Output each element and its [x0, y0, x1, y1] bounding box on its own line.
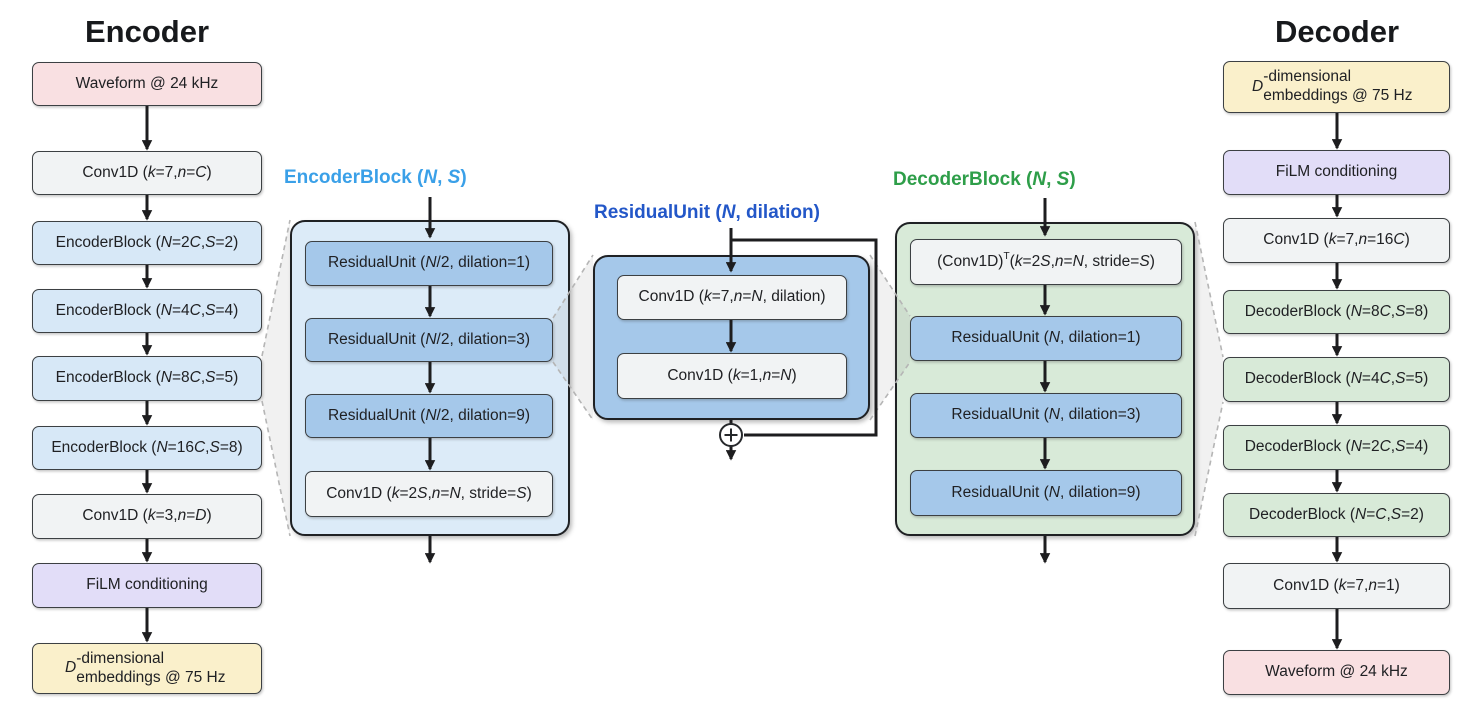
box-enc-waveform: Waveform @ 24 kHz [32, 62, 262, 106]
sum-plus-icon [719, 423, 743, 447]
box-enc-conv1d-k7: Conv1D (k=7, n=C) [32, 151, 262, 195]
box-decoderblock-c: DecoderBlock (N=C, S=2) [1223, 493, 1450, 537]
box-enc-film: FiLM conditioning [32, 563, 262, 608]
box-enc-conv1d-k3: Conv1D (k=3, n=D) [32, 494, 262, 539]
db-residualunit-d1: ResidualUnit (N, dilation=1) [910, 316, 1182, 361]
decoderblock-detail-title: DecoderBlock (N, S) [893, 169, 1076, 190]
residualunit-detail-title: ResidualUnit (N, dilation) [594, 202, 820, 223]
ru-conv1d-k7: Conv1D (k=7, n=N, dilation) [617, 275, 847, 320]
db-residualunit-d9: ResidualUnit (N, dilation=9) [910, 470, 1182, 516]
decoder-title: Decoder [1274, 14, 1400, 49]
box-dec-conv1d-n1: Conv1D (k=7, n=1) [1223, 563, 1450, 609]
eb-residualunit-d3: ResidualUnit (N/2, dilation=3) [305, 318, 553, 362]
eb-residualunit-d1: ResidualUnit (N/2, dilation=1) [305, 241, 553, 286]
encoder-title: Encoder [84, 14, 210, 49]
box-dec-film: FiLM conditioning [1223, 150, 1450, 195]
ru-conv1d-k1: Conv1D (k=1, n=N) [617, 353, 847, 399]
db-residualunit-d3: ResidualUnit (N, dilation=3) [910, 393, 1182, 438]
encoderblock-detail-title: EncoderBlock (N, S) [284, 167, 467, 188]
eb-residualunit-d9: ResidualUnit (N/2, dilation=9) [305, 394, 553, 438]
box-dec-waveform: Waveform @ 24 kHz [1223, 650, 1450, 695]
